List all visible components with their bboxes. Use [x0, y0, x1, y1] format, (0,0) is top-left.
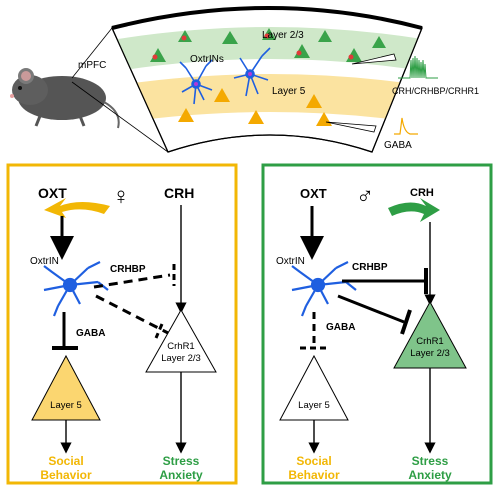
- trace-orange-label: GABA: [384, 140, 412, 151]
- male-oxtrin-to-crhr1-line: [337, 294, 405, 324]
- oxtrin-cell-top-1: [179, 59, 213, 105]
- female-oxt-label: OXT: [38, 185, 67, 201]
- female-oxtrin-label: OxtrIN: [30, 256, 59, 267]
- female-output-stress-line1: Stress: [163, 454, 200, 468]
- male-crhbp-label: CRHBP: [352, 262, 388, 273]
- trace-orange: [394, 117, 418, 135]
- electrode-green: [351, 53, 397, 65]
- male-gaba-label: GABA: [326, 322, 355, 333]
- female-crhbp-label: CRHBP: [110, 264, 146, 275]
- female-crhr1-line2: Layer 2/3: [161, 353, 201, 364]
- trace-green-label: CRH/CRHBP/CRHR1: [392, 86, 479, 96]
- mouse-illustration: [10, 68, 120, 129]
- female-crhr1-line1: CrhR1: [167, 341, 194, 352]
- male-oxt-label: OXT: [300, 186, 327, 201]
- male-crhr1-line1: CrhR1: [416, 336, 443, 347]
- male-oxtrin-neuron: [291, 261, 357, 317]
- male-output-stress-line2: Anxiety: [408, 468, 452, 482]
- oxtrins-label: OxtrINs: [190, 54, 224, 65]
- trace-green: [398, 55, 438, 79]
- mpfc-label: mPFC: [78, 60, 106, 71]
- female-crhbp-inhibition-dashed: [93, 273, 171, 289]
- oxtrin-cell-top-2: [233, 47, 271, 97]
- layer23-label: Layer 2/3: [262, 30, 304, 41]
- female-gaba-label: GABA: [76, 328, 105, 339]
- male-output-social-line2: Behavior: [288, 468, 340, 482]
- layer23-pyramids: [150, 28, 386, 62]
- male-crhr1-line2: Layer 2/3: [410, 348, 450, 359]
- female-output-social-line1: Social: [48, 454, 83, 468]
- layer5-label: Layer 5: [272, 86, 306, 97]
- mpfc-pointer-lines: [71, 27, 169, 153]
- female-sex-symbol: ♀: [112, 183, 130, 210]
- male-crh-release-arrow: [388, 198, 440, 222]
- male-crh-label: CRH: [410, 187, 434, 199]
- male-output-stress-line1: Stress: [412, 454, 449, 468]
- female-oxtrin-neuron: [43, 261, 109, 317]
- male-oxtrin-label: OxtrIN: [276, 256, 305, 267]
- male-panel: OXT ♂ CRH OxtrIN CRHBP GABA CrhR1 Layer …: [261, 163, 493, 485]
- male-sex-symbol: ♂: [356, 183, 374, 210]
- female-crhr1-tbar: [154, 323, 164, 339]
- male-output-social-line1: Social: [296, 454, 331, 468]
- male-layer5-label: Layer 5: [298, 400, 330, 411]
- electrode-orange: [325, 121, 377, 133]
- female-crh-label: CRH: [164, 185, 194, 201]
- female-output-social-line2: Behavior: [40, 468, 92, 482]
- female-layer5-label: Layer 5: [50, 400, 82, 411]
- female-oxt-release-arrow: [44, 198, 110, 218]
- female-panel: OXT ♀ CRH OxtrIN CRHBP GABA CrhR1 Layer …: [6, 163, 238, 485]
- female-output-stress-line2: Anxiety: [159, 468, 203, 482]
- male-crhr1-tbar: [400, 309, 412, 335]
